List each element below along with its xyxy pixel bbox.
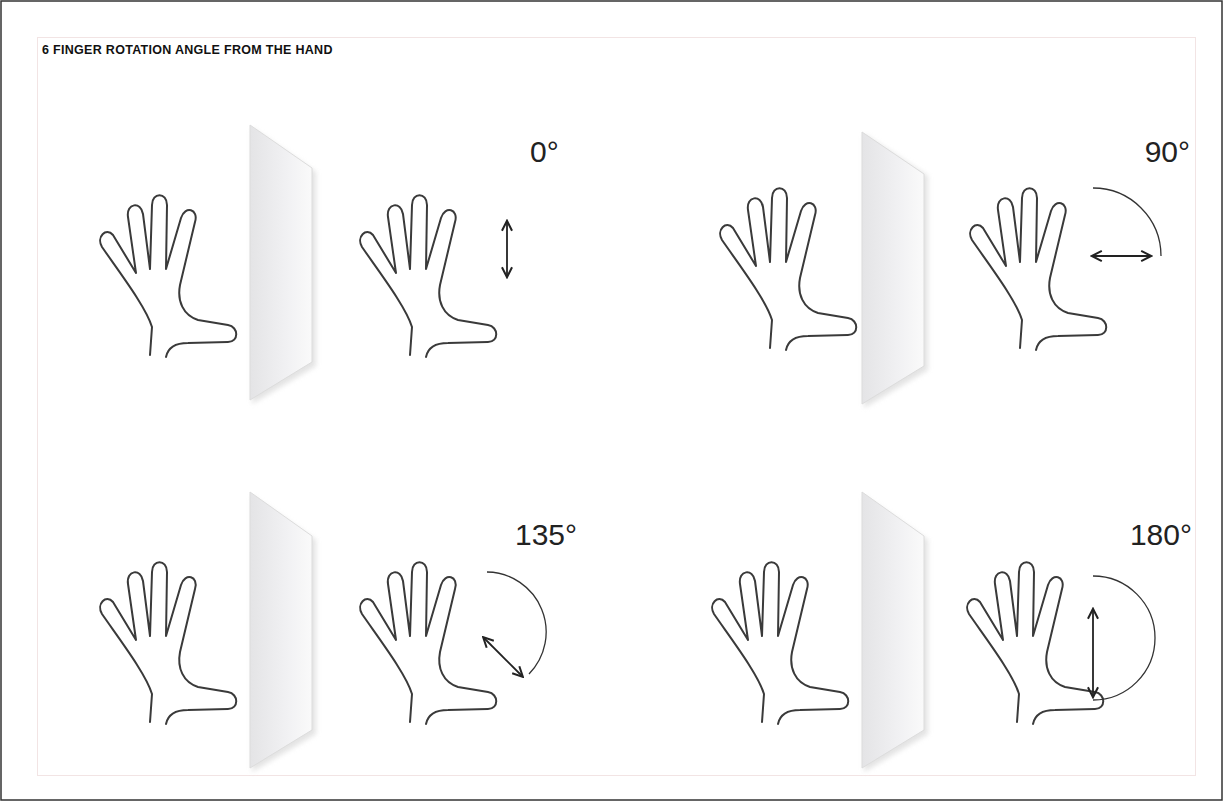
- plate: [250, 492, 312, 768]
- angle-arc: [1093, 576, 1155, 700]
- plate: [862, 492, 924, 768]
- angle-label: 135°: [515, 520, 577, 550]
- hand: [360, 562, 496, 724]
- angle-label: 180°: [1130, 520, 1192, 550]
- panel-135: [100, 492, 546, 772]
- hand: [967, 562, 1103, 724]
- inner-frame: [38, 38, 1196, 776]
- hand: [100, 562, 236, 724]
- angle-label: 90°: [1145, 137, 1190, 167]
- hand: [970, 188, 1106, 350]
- double-arrow: [1093, 255, 1150, 257]
- panel-180: [712, 492, 1155, 772]
- plate: [862, 132, 924, 404]
- panel-0: [100, 125, 507, 404]
- double-arrow: [484, 638, 522, 676]
- plate: [250, 125, 312, 400]
- angle-arc: [1093, 188, 1161, 256]
- double-arrow: [506, 222, 508, 276]
- hand: [100, 195, 236, 357]
- double-arrow: [1092, 610, 1094, 696]
- hand: [360, 195, 496, 357]
- angle-arc: [487, 572, 546, 674]
- diagram-title: 6 FINGER ROTATION ANGLE FROM THE HAND: [42, 43, 333, 57]
- hand: [712, 562, 848, 724]
- angle-label: 0°: [530, 137, 559, 167]
- hand: [720, 188, 856, 350]
- panel-90: [720, 132, 1161, 408]
